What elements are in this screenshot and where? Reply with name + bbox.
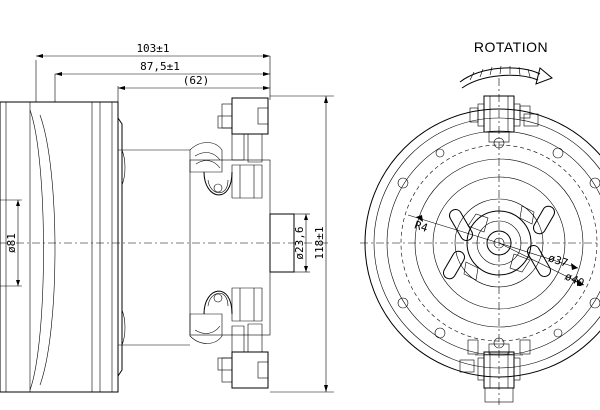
dim-diameter-40: ø40	[563, 270, 587, 290]
dim-shaft-diameter: ø23,6	[293, 226, 306, 259]
upper-brush-holder	[189, 97, 269, 199]
mounting-slots	[443, 205, 555, 280]
dim-body-diameter: ø81	[5, 233, 18, 253]
dim-inner-length: (62)	[183, 74, 210, 87]
rotation-title: ROTATION	[474, 39, 548, 55]
perimeter-screws	[397, 113, 600, 373]
shaft-housing	[189, 159, 295, 336]
dim-radius: R4	[413, 218, 430, 235]
outer-housing	[364, 108, 600, 378]
rotation-arrow-icon	[459, 65, 553, 89]
dim-diameter-37: ø37	[547, 251, 570, 270]
lower-brush-holder	[189, 287, 269, 389]
motor-body	[0, 101, 190, 393]
side-view: 103±1 87,5±1 (62) 118±1 ø23,6	[0, 42, 334, 393]
bottom-brush-assembly	[467, 337, 531, 403]
side-dimensions: 103±1 87,5±1 (62) 118±1 ø23,6	[0, 42, 334, 393]
front-dimensions: R4 ø37 ø40	[407, 214, 587, 290]
dim-overall-length: 103±1	[136, 42, 169, 55]
front-view: ROTATION	[360, 39, 600, 405]
dim-height: 118±1	[313, 226, 326, 259]
top-brush-assembly	[469, 95, 531, 149]
dim-mid-length: 87,5±1	[140, 60, 180, 73]
center-hub	[454, 198, 544, 288]
